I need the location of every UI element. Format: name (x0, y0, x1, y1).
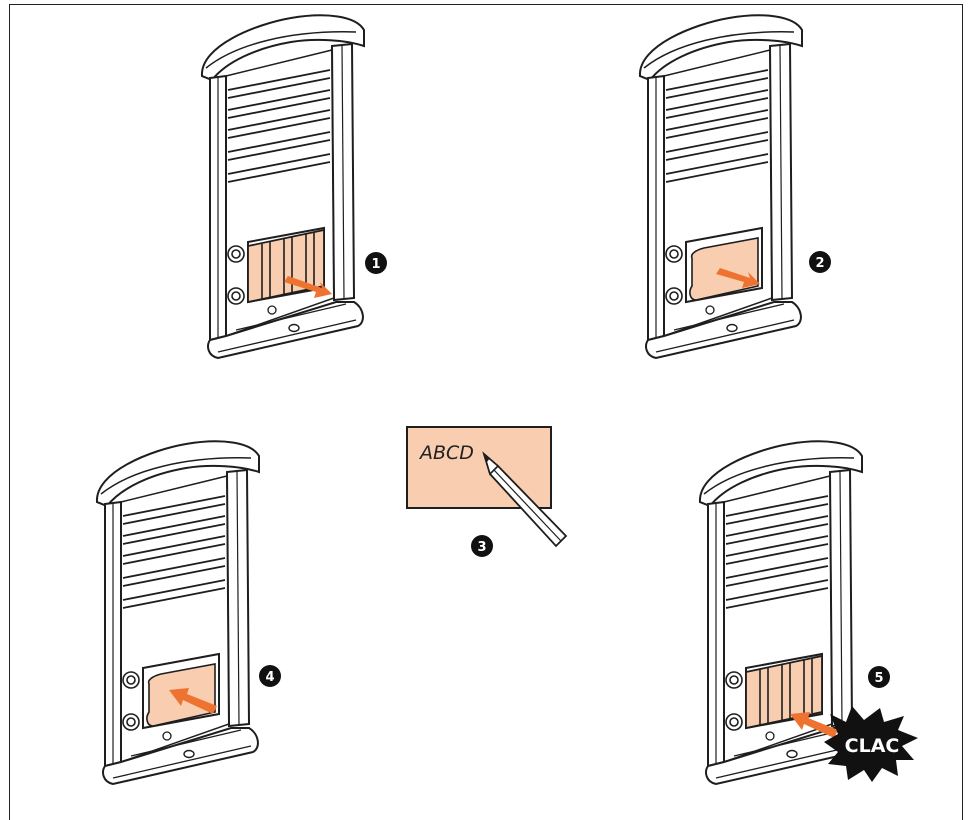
svg-text:3: 3 (477, 540, 486, 555)
arrow-push-in (790, 712, 838, 738)
label-writing-step-3: ABCD (406, 426, 568, 548)
panel-step-4 (95, 440, 260, 785)
label-card-writing (406, 426, 552, 509)
arrow-slide-in (169, 688, 217, 714)
svg-text:2: 2 (815, 256, 824, 271)
clac-text: CLAC (845, 735, 900, 757)
arrow-slide-out (716, 268, 760, 288)
figure-frame (9, 4, 963, 820)
step-badge-4: 4 (259, 665, 281, 687)
clac-burst: CLAC (824, 706, 918, 782)
arrow-pull-out (284, 276, 332, 298)
panel-step-5 (698, 440, 863, 785)
pencil-icon (482, 451, 568, 548)
svg-text:1: 1 (371, 257, 380, 272)
panel-step-1 (200, 14, 365, 360)
panel-step-2 (638, 14, 803, 360)
svg-text:5: 5 (874, 671, 883, 686)
step-badge-1: 1 (365, 252, 387, 274)
label-card-text: ABCD (418, 442, 474, 464)
step-badge-2: 2 (809, 251, 831, 273)
step-badge-3: 3 (471, 535, 493, 557)
svg-text:4: 4 (265, 670, 274, 685)
step-badge-5: 5 (868, 666, 890, 688)
